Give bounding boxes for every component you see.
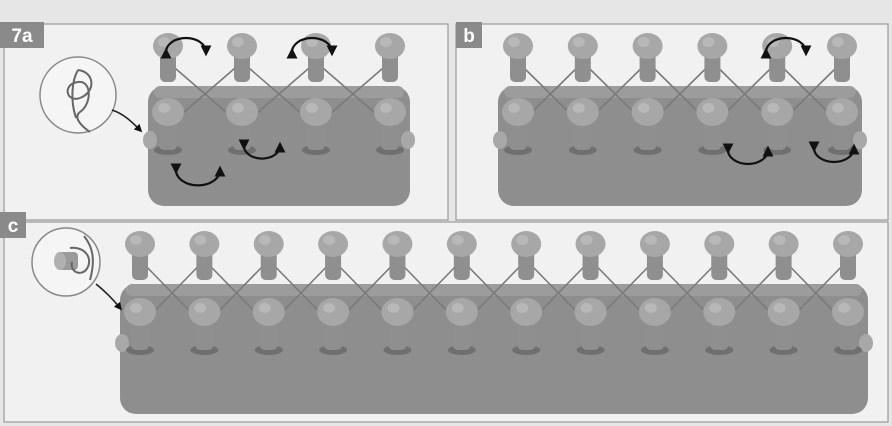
panel-a-end-knob-left: [143, 131, 157, 149]
panel-b-back-peg: [632, 33, 663, 82]
panel-b-loom-top: [504, 86, 856, 98]
panel-c-front-peg: [767, 298, 800, 355]
panel-c-back-peg: [382, 231, 413, 280]
panel-b-front-peg: [761, 98, 794, 155]
panel-c-front-peg: [445, 298, 478, 355]
panel-b-label: b: [463, 26, 475, 47]
panel-b-back-peg: [697, 33, 728, 82]
panel-c-front-peg: [252, 298, 285, 355]
panel-c-back-peg: [446, 231, 477, 280]
panel-b-front-peg: [566, 98, 599, 155]
panel-a-back-peg: [375, 33, 405, 82]
panel-b-end-knob-left: [493, 131, 507, 149]
panel-a-front-peg: [152, 98, 184, 155]
panel-b-illustration: [493, 33, 867, 206]
panel-a-illustration: [143, 33, 415, 206]
panel-a-front-peg: [300, 98, 332, 155]
panel-b-back-peg: [503, 33, 533, 82]
panel-c-loom-top: [126, 284, 862, 296]
panel-c-label: c: [8, 216, 19, 237]
panel-b-badge: b: [456, 22, 482, 48]
panel-c-back-peg: [639, 231, 670, 280]
panel-c-back-peg: [318, 231, 349, 280]
slipknot-detail-icon: [31, 227, 122, 311]
panel-a-badge: 7a: [0, 22, 44, 48]
rotate-arrow-icon: [722, 143, 774, 166]
panel-b-front-peg: [696, 98, 729, 155]
panel-b-front-peg: [502, 98, 534, 155]
panel-c-back-peg: [511, 231, 542, 280]
panel-c-back-peg: [768, 231, 799, 280]
panel-c-front-peg: [703, 298, 736, 355]
panel-a-end-knob-right: [401, 131, 415, 149]
panel-c-loom-base: [120, 284, 868, 414]
panel-c-front-peg: [832, 298, 864, 355]
panel-b-end-knob-right: [853, 131, 867, 149]
panel-c-end-knob-right: [859, 334, 873, 352]
panel-b-front-peg: [631, 98, 664, 155]
panel-c-illustration: [115, 231, 873, 414]
knot-detail-icon: [39, 56, 143, 134]
panel-c-badge: c: [0, 212, 26, 238]
panel-a-loom-top: [154, 86, 404, 98]
panel-c-front-peg: [638, 298, 671, 355]
panel-c-back-peg: [253, 231, 284, 280]
panel-c-front-peg: [188, 298, 221, 355]
panel-c-front-peg: [574, 298, 607, 355]
panel-c-back-peg: [575, 231, 606, 280]
panel-c-end-knob-left: [115, 334, 129, 352]
panel-c-back-peg: [704, 231, 735, 280]
panel-b-back-peg: [827, 33, 857, 82]
rotate-arrow-icon: [808, 141, 860, 164]
panel-a-back-peg: [227, 33, 257, 82]
rotate-arrow-icon: [238, 139, 286, 160]
panel-c-front-peg: [317, 298, 350, 355]
rotate-arrow-icon: [286, 36, 338, 59]
panel-c-back-peg: [125, 231, 155, 280]
rotate-arrow-icon: [170, 163, 226, 187]
panel-b-loom-base: [498, 86, 862, 206]
rotate-arrow-icon: [760, 36, 812, 59]
panel-b-back-peg: [567, 33, 598, 82]
panel-c-front-peg: [510, 298, 543, 355]
panel-c-back-peg: [189, 231, 220, 280]
panel-a-front-peg: [374, 98, 406, 155]
rotate-arrow-icon: [160, 36, 212, 59]
panel-c-back-peg: [833, 231, 863, 280]
panel-c-front-peg: [381, 298, 414, 355]
panel-a-label: 7a: [11, 26, 33, 47]
panel-c-front-peg: [124, 298, 156, 355]
